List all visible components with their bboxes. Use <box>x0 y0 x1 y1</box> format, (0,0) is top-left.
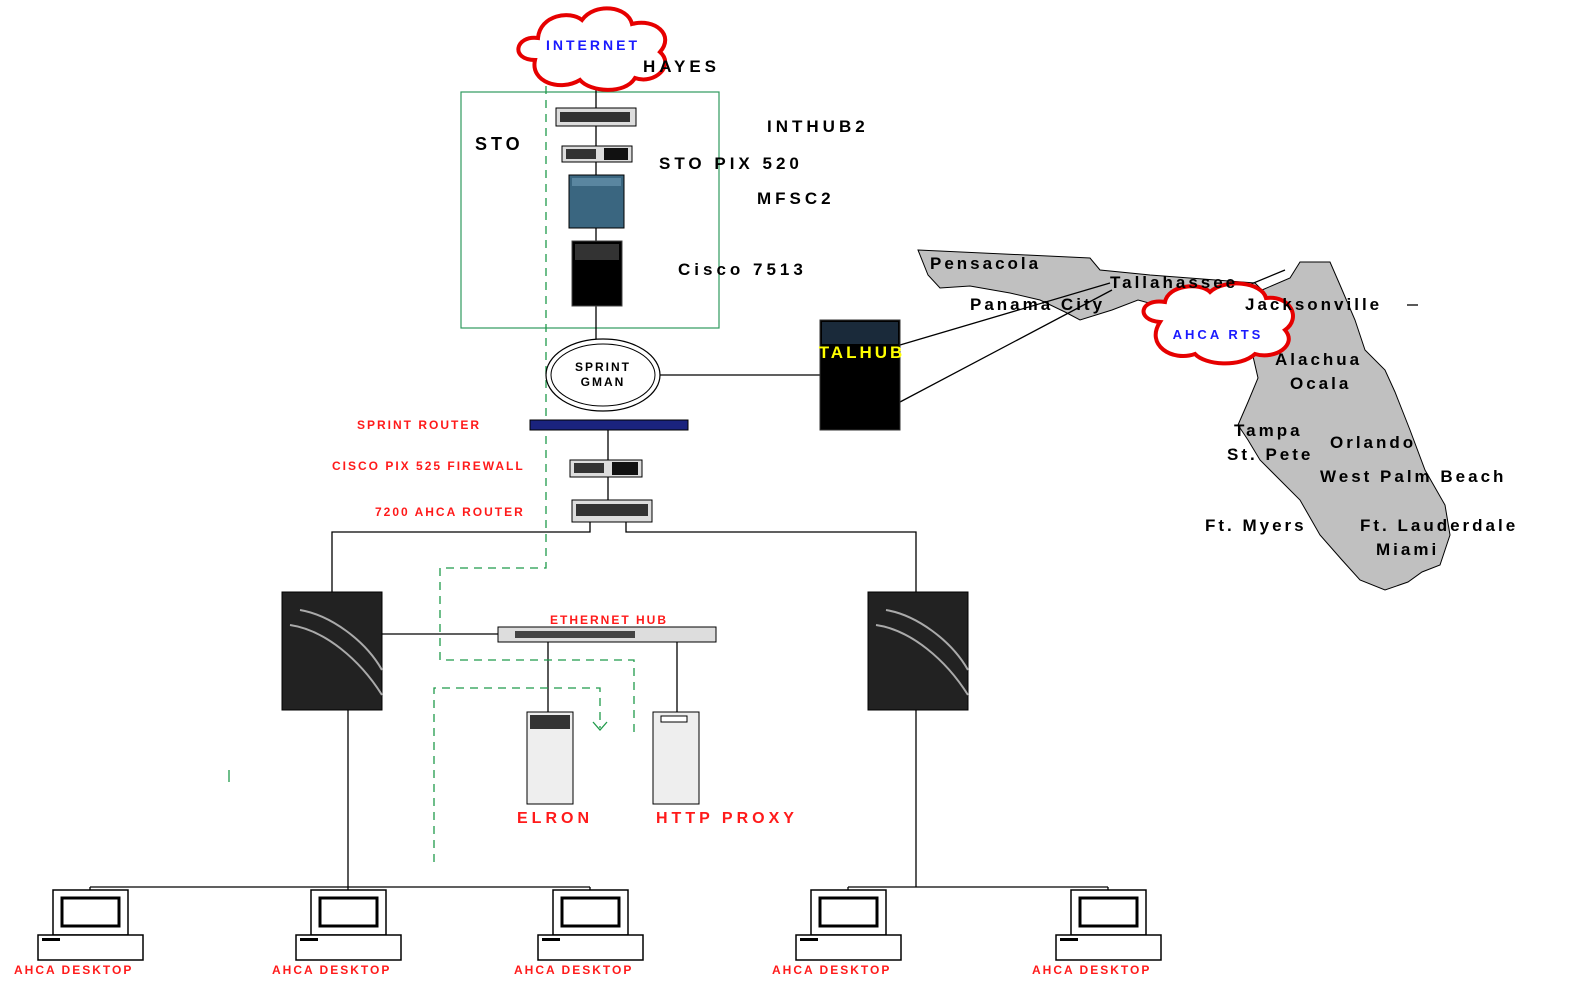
desktop-4 <box>795 889 902 961</box>
router7200-label: 7200 AHCA ROUTER <box>375 505 525 519</box>
ahca-rts-label: AHCA RTS <box>1173 327 1264 342</box>
city-miami: Miami <box>1376 540 1439 559</box>
desktop-3 <box>537 889 644 961</box>
hayes-label: HAYES <box>643 57 720 76</box>
city-alachua: Alachua <box>1275 350 1362 369</box>
sprint-gman-line2: GMAN <box>581 375 626 389</box>
sto-label: STO <box>475 134 524 154</box>
inthub2-label: INTHUB2 <box>767 117 869 136</box>
city-ocala: Ocala <box>1290 374 1351 393</box>
city-ft-lauderdale: Ft. Lauderdale <box>1360 516 1518 535</box>
sto-pix520-label: STO PIX 520 <box>659 154 803 173</box>
florida-map <box>917 249 1451 591</box>
sto-labels: STO HAYES INTHUB2 STO PIX 520 MFSC2 Cisc… <box>475 57 869 279</box>
city-st-pete: St. Pete <box>1227 445 1313 464</box>
hayes-device <box>555 107 637 127</box>
talhub-device: TALHUB <box>819 319 906 431</box>
internet-cloud: INTERNET <box>516 6 668 92</box>
ahca-rts-cloud: AHCA RTS <box>1141 281 1295 366</box>
elron-server <box>526 711 574 805</box>
city-ft-myers: Ft. Myers <box>1205 516 1307 535</box>
left-switch <box>281 591 383 711</box>
ethernet-hub-device <box>497 626 717 643</box>
router7200-device <box>571 499 653 523</box>
sprint-router-label: SPRINT ROUTER <box>357 418 481 432</box>
desktop-4-label: AHCA DESKTOP <box>772 963 891 977</box>
talhub-label: TALHUB <box>819 343 906 362</box>
http-proxy-label: HTTP PROXY <box>656 810 798 827</box>
desktop-1 <box>37 889 144 961</box>
city-labels: Pensacola Tallahassee Panama City Jackso… <box>930 254 1518 559</box>
city-west-palm-beach: West Palm Beach <box>1320 467 1506 486</box>
cisco7513-device <box>571 240 623 307</box>
pix525-label: CISCO PIX 525 FIREWALL <box>332 459 525 473</box>
city-orlando: Orlando <box>1330 433 1416 452</box>
city-jacksonville: Jacksonville <box>1245 295 1382 314</box>
device-labels: SPRINT ROUTER CISCO PIX 525 FIREWALL 720… <box>14 418 1151 977</box>
right-switch <box>867 591 969 711</box>
connections <box>89 80 1418 935</box>
desktop-1-label: AHCA DESKTOP <box>14 963 133 977</box>
ethernet-hub-label: ETHERNET HUB <box>550 613 668 627</box>
sprint-gman: SPRINT GMAN <box>545 338 661 412</box>
desktop-5 <box>1055 889 1162 961</box>
city-tampa: Tampa <box>1234 421 1303 440</box>
internet-label: INTERNET <box>546 37 640 53</box>
city-pensacola: Pensacola <box>930 254 1041 273</box>
http-proxy-server <box>652 711 700 805</box>
pix520-device <box>561 145 633 163</box>
city-panama-city: Panama City <box>970 295 1105 314</box>
pix525-device <box>569 459 643 478</box>
desktop-3-label: AHCA DESKTOP <box>514 963 633 977</box>
desktop-2 <box>295 889 402 961</box>
mfsc2-device <box>568 174 625 229</box>
desktop-5-label: AHCA DESKTOP <box>1032 963 1151 977</box>
sprint-router-device <box>529 419 689 431</box>
elron-label: ELRON <box>517 810 593 827</box>
sprint-gman-line1: SPRINT <box>575 360 631 374</box>
mfsc2-label: MFSC2 <box>757 189 835 208</box>
cisco7513-label: Cisco 7513 <box>678 260 807 279</box>
desktop-2-label: AHCA DESKTOP <box>272 963 391 977</box>
sto-boundary <box>460 91 720 329</box>
city-tallahassee: Tallahassee <box>1110 273 1238 292</box>
